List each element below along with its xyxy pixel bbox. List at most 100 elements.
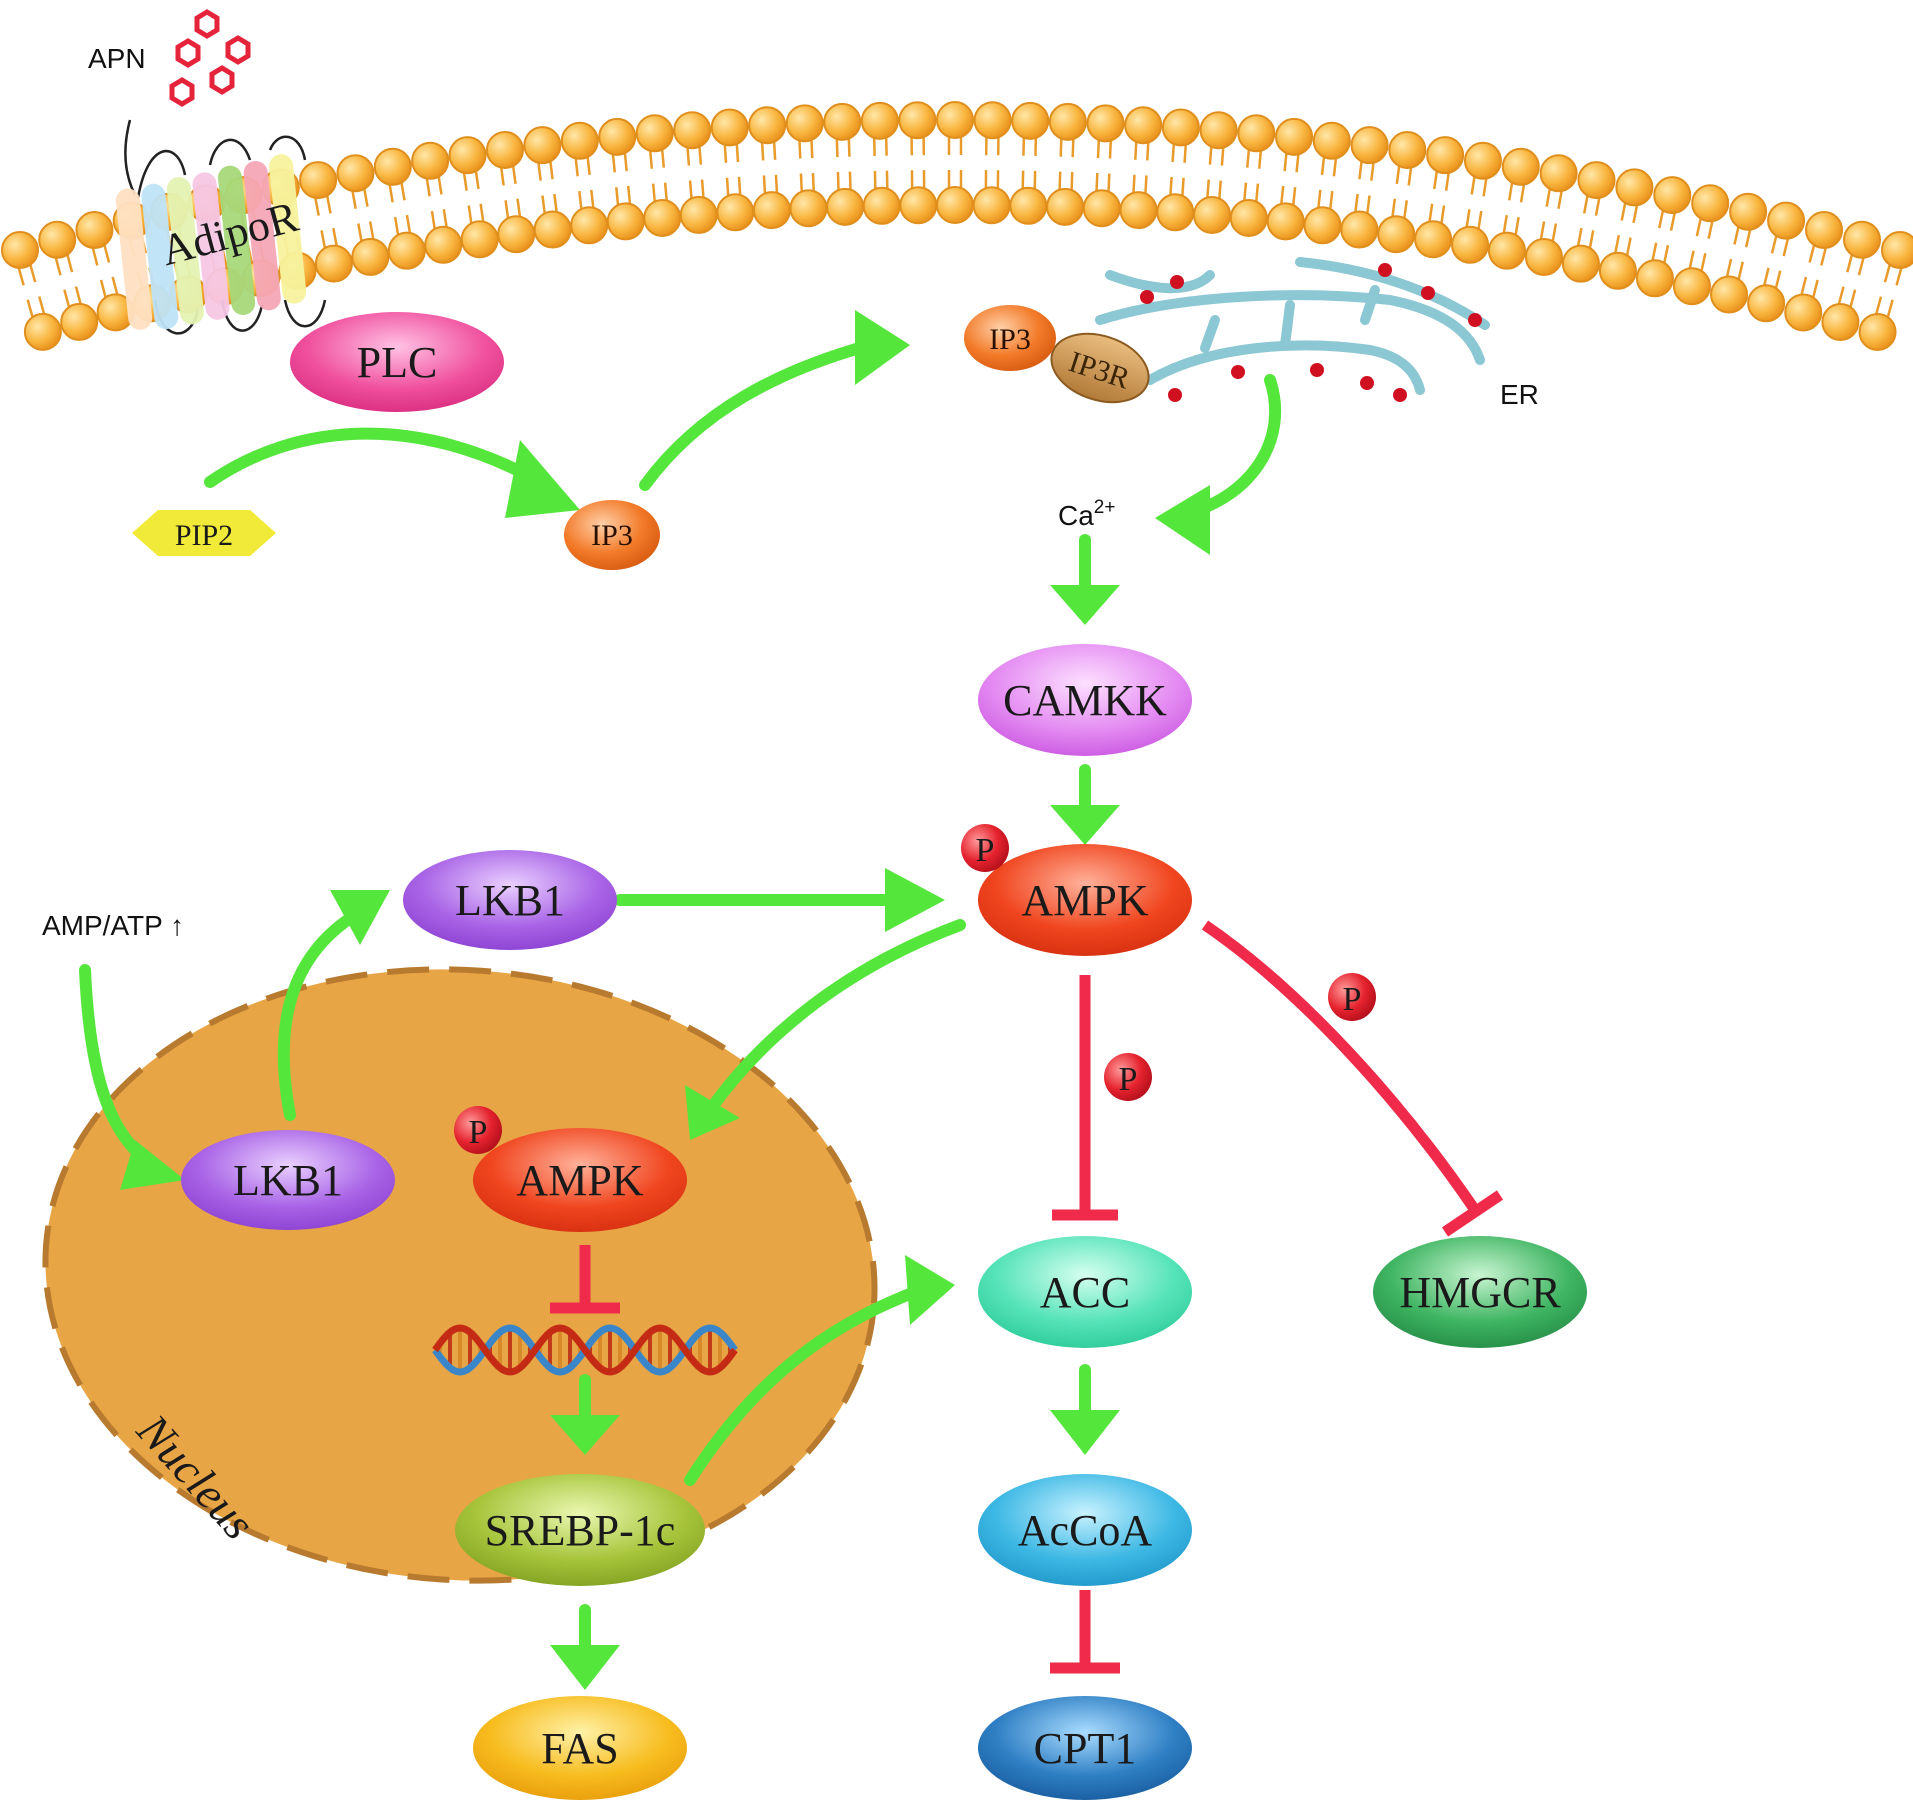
ampk-node[interactable]: AMPK: [978, 844, 1192, 956]
lipid-head: [1046, 187, 1085, 226]
lipid-head: [823, 102, 862, 141]
lipid-head: [314, 244, 353, 283]
lipid-head: [598, 117, 637, 156]
lipid-head: [460, 220, 499, 259]
apn-hexagon: [194, 9, 220, 39]
lipid-head: [1524, 237, 1563, 276]
arrowhead: [120, 1140, 185, 1190]
arrowhead: [1050, 1410, 1120, 1455]
lipid-head: [1312, 121, 1351, 160]
lipid-head: [1451, 225, 1490, 264]
lipid-head: [299, 161, 338, 200]
accoa-node[interactable]: AcCoA: [978, 1474, 1192, 1586]
arrowhead: [330, 890, 390, 945]
fas-node[interactable]: FAS: [473, 1696, 687, 1800]
acc-node[interactable]: ACC: [978, 1236, 1192, 1348]
er-label: ER: [1500, 379, 1539, 410]
lipid-head: [635, 114, 674, 153]
pip2-node[interactable]: PIP2: [132, 510, 276, 556]
lipid-head: [1, 231, 39, 269]
arrowhead: [685, 1085, 740, 1140]
lkb1-nucleus-node[interactable]: LKB1: [181, 1130, 395, 1230]
accoa-label: AcCoA: [1018, 1506, 1153, 1555]
phospho-badge-acc: P: [1104, 1053, 1152, 1101]
lipid-head: [373, 147, 412, 186]
lipid-head: [1710, 275, 1749, 314]
apn-ligand: [169, 9, 251, 107]
arrowhead: [905, 1255, 955, 1325]
lkb1-node[interactable]: LKB1: [403, 850, 617, 950]
lipid-head: [1199, 111, 1238, 150]
lipid-head: [1414, 220, 1453, 259]
lipid-head: [710, 108, 749, 147]
lipid-head: [1463, 141, 1502, 180]
lipid-head: [1858, 312, 1897, 351]
apn-hexagon: [175, 38, 201, 68]
lipid-head: [1119, 191, 1158, 230]
arrow-pip2-to-ip3: [204, 427, 546, 488]
lipid-head: [424, 225, 463, 264]
lipid-head: [826, 187, 865, 226]
ip3-node[interactable]: IP3: [564, 500, 660, 570]
adipor-receptor: AdipoR: [115, 119, 327, 335]
lipid-head: [673, 111, 712, 150]
arrowhead: [550, 1415, 620, 1455]
amp-atp-label: AMP/ATP ↑: [42, 910, 184, 941]
lipid-head: [1237, 114, 1276, 153]
lipid-head: [497, 215, 536, 254]
fas-label: FAS: [541, 1724, 618, 1773]
arrowhead: [855, 310, 910, 385]
arrow-srebp-to-acc: [684, 1284, 926, 1486]
inhibit-ampk-hmgcr: [1201, 920, 1480, 1214]
ampk-nucleus-node[interactable]: AMPK: [473, 1128, 687, 1232]
hmgcr-label: HMGCR: [1399, 1268, 1561, 1317]
apn-hexagon: [209, 65, 235, 95]
camkk-node[interactable]: CAMKK: [978, 644, 1192, 756]
ampk-label: AMPK: [1021, 876, 1148, 925]
srebp-node[interactable]: SREBP-1c: [455, 1474, 705, 1586]
phospho-badge-ampk-nucleus: P: [454, 1106, 502, 1154]
activation-arrowheads: [120, 310, 1210, 1690]
lipid-head: [1577, 161, 1616, 200]
lipid-head: [60, 302, 99, 341]
lipid-head: [1487, 231, 1526, 270]
lipid-head: [523, 126, 562, 165]
cpt1-label: CPT1: [1034, 1724, 1137, 1773]
lipid-head: [411, 141, 450, 180]
lipid-head: [1821, 303, 1860, 342]
ip3-label: IP3: [591, 519, 633, 552]
arrowhead: [505, 440, 580, 518]
cpt1-node[interactable]: CPT1: [978, 1696, 1192, 1800]
lipid-head: [789, 189, 828, 228]
arrowhead: [1155, 485, 1210, 555]
plc-node[interactable]: PLC: [290, 312, 504, 412]
dna-helix: [432, 1324, 738, 1376]
acc-label: ACC: [1040, 1268, 1130, 1317]
hmgcr-node[interactable]: HMGCR: [1373, 1236, 1587, 1348]
lipid-head: [862, 186, 901, 225]
lipid-head: [1340, 210, 1379, 249]
lipid-head: [1767, 201, 1806, 240]
lipid-head: [1747, 284, 1786, 323]
lipid-head: [1124, 106, 1163, 145]
lipid-head: [1691, 184, 1730, 223]
lipid-head: [448, 136, 487, 175]
lipid-head: [75, 211, 114, 250]
lipid-head: [1501, 147, 1540, 186]
lipid-head: [785, 104, 824, 143]
lipid-head: [1672, 267, 1711, 306]
lipid-head: [898, 101, 937, 140]
camkk-label: CAMKK: [1003, 676, 1167, 725]
lipid-head: [1805, 211, 1844, 250]
phospho-label: P: [1119, 1061, 1138, 1098]
lipid-head: [1598, 251, 1637, 290]
lipid-head: [1539, 154, 1578, 193]
lipid-head: [1653, 176, 1692, 215]
ip3-er-label: IP3: [989, 323, 1031, 356]
ip3-bound: IP3: [964, 305, 1056, 371]
lipid-head: [1303, 206, 1342, 245]
er-calcium-dots: [1140, 263, 1482, 402]
lipid-head: [716, 193, 755, 232]
lipid-head: [973, 101, 1012, 140]
lipid-head: [748, 106, 787, 145]
